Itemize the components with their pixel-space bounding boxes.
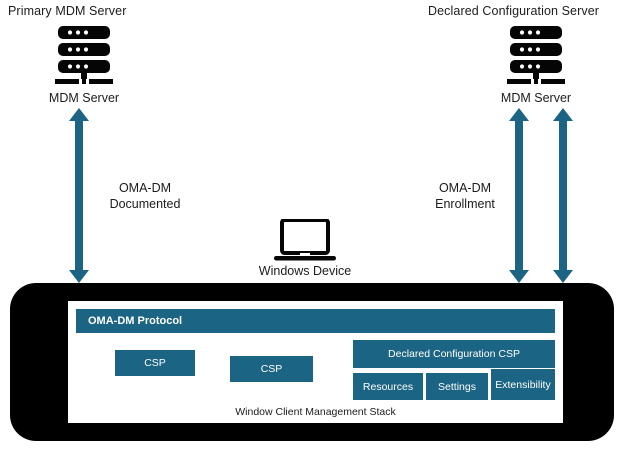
declared-configuration-csp-box[interactable]: Declared Configuration CSP (353, 340, 555, 368)
left-server-title: Primary MDM Server (8, 4, 127, 18)
right-server-title: Declared Configuration Server (428, 4, 600, 18)
left-channel-label: OMA-DM Documented (86, 180, 204, 212)
stack-caption: Window Client Management Stack (235, 406, 396, 418)
laptop-icon (274, 218, 336, 268)
windows-client-stack-panel: OMA-DM Protocol CSP CSP Declared Configu… (68, 301, 563, 423)
right-channel-label-line2: Enrollment (435, 197, 495, 211)
right-channel-label-line1: OMA-DM (438, 181, 492, 195)
csp-box-1[interactable]: CSP (115, 350, 195, 376)
declared-child-resources[interactable]: Resources (353, 373, 423, 400)
oma-dm-protocol-bar[interactable]: OMA-DM Protocol (76, 309, 555, 333)
left-channel-label-line2: Documented (109, 197, 181, 211)
server-rack-icon (504, 24, 568, 91)
left-server-caption: MDM Server (48, 91, 120, 105)
windows-client-stack-shell: OMA-DM Protocol CSP CSP Declared Configu… (10, 283, 614, 441)
declared-child-settings[interactable]: Settings (426, 373, 488, 400)
declared-child-extensibility[interactable]: Extensibility (491, 369, 555, 400)
left-channel-arrow (68, 108, 90, 283)
server-rack-icon (52, 24, 116, 91)
csp-box-2[interactable]: CSP (230, 356, 313, 382)
right-channel-arrow-outbound (552, 108, 574, 283)
right-server-caption: MDM Server (500, 91, 572, 105)
device-caption: Windows Device (258, 264, 352, 278)
left-channel-label-line1: OMA-DM (118, 181, 172, 195)
right-channel-label: OMA-DM Enrollment (410, 180, 520, 212)
right-channel-arrow-inbound (508, 108, 530, 283)
